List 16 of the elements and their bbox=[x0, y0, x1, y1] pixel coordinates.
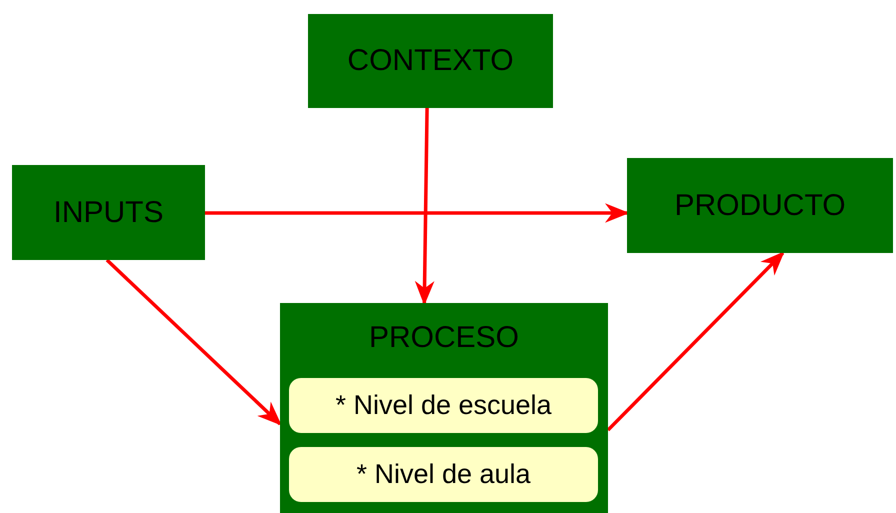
arrow bbox=[106, 258, 282, 426]
stage-label: CONTEXTO bbox=[347, 44, 514, 78]
level-label: * Nivel de aula bbox=[356, 459, 531, 490]
level-box bbox=[289, 447, 598, 502]
stage-label: PRODUCTO bbox=[674, 188, 846, 222]
stage-box bbox=[12, 165, 205, 260]
arrow bbox=[205, 203, 630, 223]
arrow bbox=[606, 251, 785, 432]
process-panel bbox=[280, 303, 608, 513]
stage-label: PROCESO bbox=[368, 321, 520, 355]
stage-box bbox=[308, 14, 553, 108]
arrow bbox=[414, 108, 434, 306]
stage-label: INPUTS bbox=[53, 196, 164, 230]
level-label: * Nivel de escuela bbox=[335, 390, 552, 421]
stage-box bbox=[627, 158, 893, 253]
level-box bbox=[289, 378, 598, 433]
